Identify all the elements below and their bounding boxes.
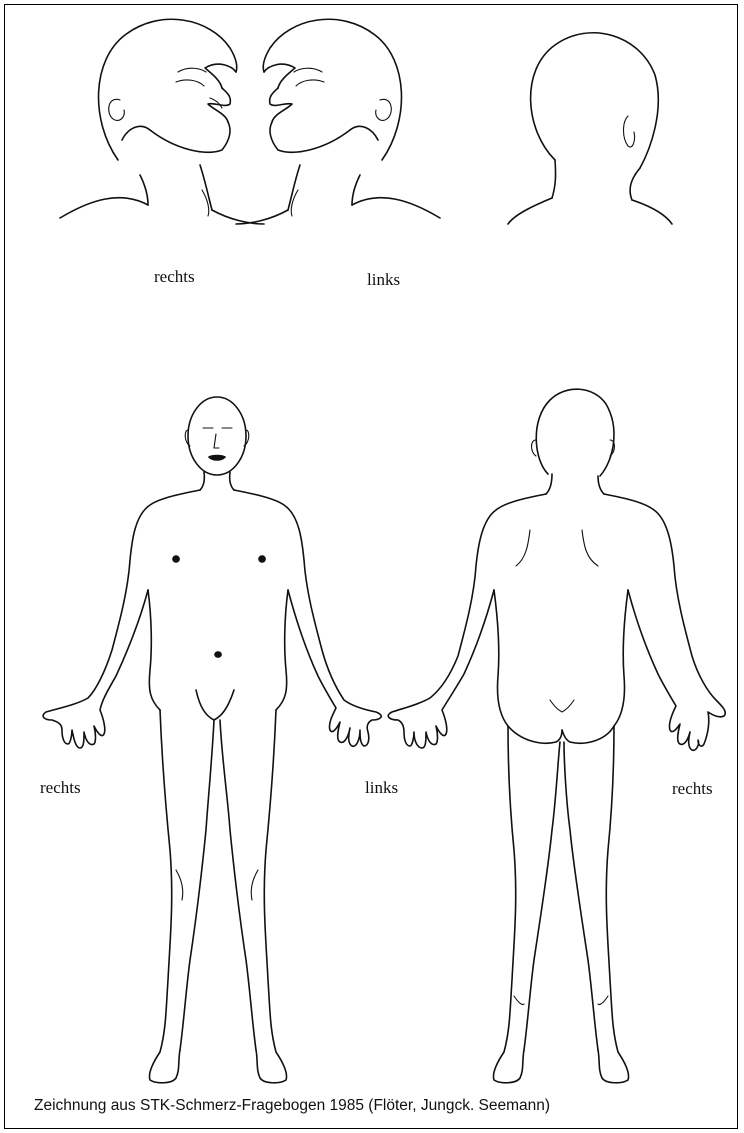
body-back-view: [388, 389, 725, 1083]
head-left-side-view: [236, 19, 440, 224]
head-right-side-view: [60, 19, 264, 224]
figure-caption: Zeichnung aus STK-Schmerz-Fragebogen 198…: [34, 1097, 550, 1115]
label-heads-rechts: rechts: [154, 267, 195, 287]
label-body-rechts-left: rechts: [40, 778, 81, 798]
label-body-rechts-right: rechts: [672, 779, 713, 799]
body-front-view: [43, 397, 381, 1083]
label-body-links: links: [365, 778, 398, 798]
label-heads-links: links: [367, 270, 400, 290]
head-back-view: [508, 33, 672, 224]
